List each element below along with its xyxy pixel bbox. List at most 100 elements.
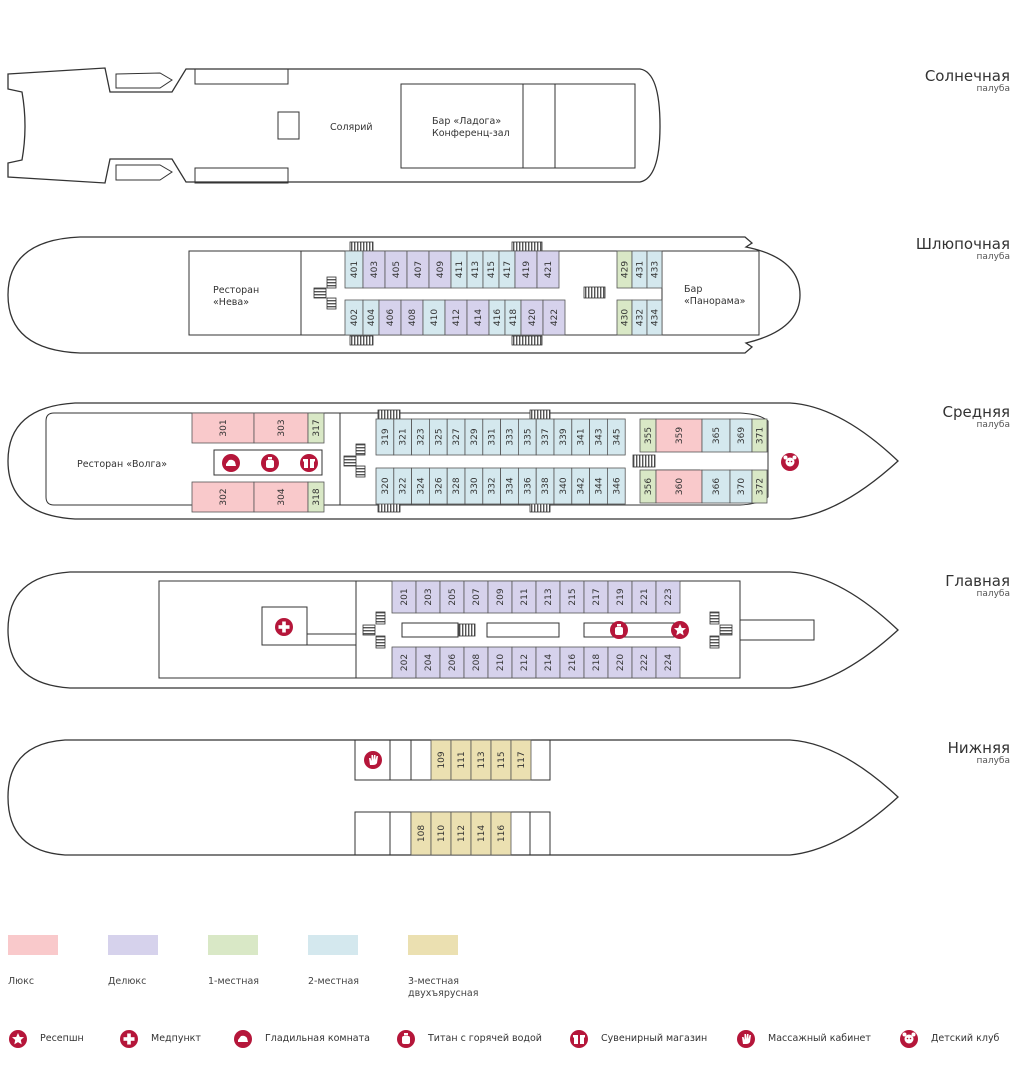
cabin-box[interactable] — [542, 299, 566, 336]
cabin-203[interactable]: 203 — [415, 580, 441, 614]
cabin-329[interactable]: 329 — [464, 418, 484, 456]
cabin-204[interactable]: 204 — [415, 646, 441, 679]
cabin-109[interactable]: 109 — [430, 739, 452, 781]
cabin-356[interactable]: 356 — [639, 469, 657, 504]
cabin-370[interactable]: 370 — [729, 469, 753, 504]
cabin-box[interactable] — [583, 646, 609, 679]
cabin-431[interactable]: 431 — [631, 250, 648, 289]
cabin-box[interactable] — [511, 646, 537, 679]
cabin-371[interactable]: 371 — [751, 418, 768, 453]
cabin-224[interactable]: 224 — [655, 646, 681, 679]
cabin-323[interactable]: 323 — [411, 418, 430, 456]
cabin-419[interactable]: 419 — [514, 250, 538, 289]
cabin-334[interactable]: 334 — [500, 467, 519, 505]
cabin-318[interactable]: 318 — [307, 481, 325, 513]
cabin-342[interactable]: 342 — [571, 467, 590, 505]
cabin-341[interactable]: 341 — [571, 418, 590, 456]
cabin-340[interactable]: 340 — [553, 467, 573, 505]
cabin-413[interactable]: 413 — [466, 250, 484, 289]
cabin-421[interactable]: 421 — [536, 250, 560, 289]
cabin-box[interactable] — [559, 646, 585, 679]
cabin-box[interactable] — [253, 412, 309, 444]
cabin-box[interactable] — [646, 250, 663, 289]
cabin-405[interactable]: 405 — [384, 250, 408, 289]
cabin-320[interactable]: 320 — [375, 467, 395, 505]
cabin-302[interactable]: 302 — [191, 481, 255, 513]
cabin-326[interactable]: 326 — [428, 467, 448, 505]
cabin-box[interactable] — [487, 646, 513, 679]
cabin-330[interactable]: 330 — [464, 467, 484, 505]
cabin-219[interactable]: 219 — [607, 580, 633, 614]
cabin-346[interactable]: 346 — [607, 467, 626, 505]
cabin-304[interactable]: 304 — [253, 481, 309, 513]
cabin-336[interactable]: 336 — [518, 467, 537, 505]
cabin-box[interactable] — [655, 418, 703, 453]
cabin-box[interactable] — [439, 646, 465, 679]
cabin-108[interactable]: 108 — [410, 811, 432, 856]
cabin-433[interactable]: 433 — [646, 250, 663, 289]
cabin-414[interactable]: 414 — [466, 299, 490, 336]
cabin-332[interactable]: 332 — [482, 467, 501, 505]
cabin-box[interactable] — [307, 412, 325, 444]
cabin-409[interactable]: 409 — [428, 250, 452, 289]
cabin-box[interactable] — [490, 811, 512, 856]
cabin-209[interactable]: 209 — [487, 580, 513, 614]
cabin-222[interactable]: 222 — [631, 646, 657, 679]
cabin-box[interactable] — [751, 469, 768, 504]
cabin-box[interactable] — [607, 467, 626, 505]
cabin-303[interactable]: 303 — [253, 412, 309, 444]
cabin-360[interactable]: 360 — [655, 469, 703, 504]
cabin-429[interactable]: 429 — [616, 250, 633, 289]
cabin-355[interactable]: 355 — [639, 418, 657, 453]
cabin-117[interactable]: 117 — [510, 739, 532, 781]
cabin-216[interactable]: 216 — [559, 646, 585, 679]
cabin-box[interactable] — [439, 580, 465, 614]
cabin-213[interactable]: 213 — [535, 580, 561, 614]
cabin-208[interactable]: 208 — [463, 646, 489, 679]
cabin-404[interactable]: 404 — [362, 299, 380, 336]
cabin-110[interactable]: 110 — [430, 811, 452, 856]
cabin-box[interactable] — [646, 299, 663, 336]
cabin-202[interactable]: 202 — [391, 646, 417, 679]
cabin-432[interactable]: 432 — [631, 299, 648, 336]
cabin-403[interactable]: 403 — [362, 250, 386, 289]
cabin-201[interactable]: 201 — [391, 580, 417, 614]
cabin-box[interactable] — [701, 418, 731, 453]
cabin-112[interactable]: 112 — [450, 811, 472, 856]
cabin-359[interactable]: 359 — [655, 418, 703, 453]
cabin-box[interactable] — [655, 469, 703, 504]
cabin-319[interactable]: 319 — [375, 418, 395, 456]
cabin-113[interactable]: 113 — [470, 739, 492, 781]
cabin-box[interactable] — [607, 580, 633, 614]
cabin-338[interactable]: 338 — [535, 467, 555, 505]
cabin-214[interactable]: 214 — [535, 646, 561, 679]
cabin-410[interactable]: 410 — [422, 299, 446, 336]
cabin-box[interactable] — [391, 580, 417, 614]
cabin-211[interactable]: 211 — [511, 580, 537, 614]
cabin-box[interactable] — [535, 580, 561, 614]
cabin-box[interactable] — [415, 646, 441, 679]
cabin-218[interactable]: 218 — [583, 646, 609, 679]
cabin-422[interactable]: 422 — [542, 299, 566, 336]
cabin-411[interactable]: 411 — [450, 250, 468, 289]
cabin-372[interactable]: 372 — [751, 469, 768, 504]
cabin-335[interactable]: 335 — [518, 418, 537, 456]
cabin-box[interactable] — [607, 418, 626, 456]
cabin-420[interactable]: 420 — [520, 299, 544, 336]
cabin-434[interactable]: 434 — [646, 299, 663, 336]
cabin-333[interactable]: 333 — [500, 418, 519, 456]
cabin-205[interactable]: 205 — [439, 580, 465, 614]
cabin-box[interactable] — [463, 646, 489, 679]
cabin-220[interactable]: 220 — [607, 646, 633, 679]
cabin-328[interactable]: 328 — [446, 467, 466, 505]
cabin-box[interactable] — [655, 580, 681, 614]
cabin-416[interactable]: 416 — [488, 299, 506, 336]
cabin-407[interactable]: 407 — [406, 250, 430, 289]
cabin-box[interactable] — [191, 412, 255, 444]
cabin-366[interactable]: 366 — [701, 469, 731, 504]
cabin-417[interactable]: 417 — [498, 250, 516, 289]
cabin-217[interactable]: 217 — [583, 580, 609, 614]
cabin-325[interactable]: 325 — [428, 418, 448, 456]
cabin-box[interactable] — [536, 250, 560, 289]
cabin-301[interactable]: 301 — [191, 412, 255, 444]
